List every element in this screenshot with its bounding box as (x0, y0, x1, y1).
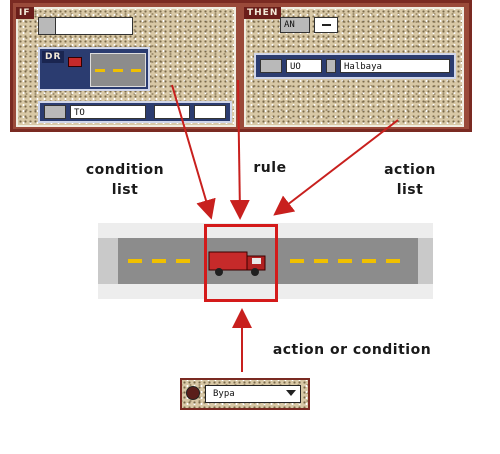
action-label-1[interactable]: AN (280, 17, 310, 33)
condition-label-line2: list (111, 182, 139, 198)
chevron-down-icon[interactable] (286, 390, 296, 396)
arrow-right-icon (322, 24, 331, 26)
road-bottom-verge (98, 284, 433, 299)
lane-dash (290, 259, 304, 263)
action-list-panel: THEN AN UO Halbaya (244, 7, 464, 127)
rule-label: rule (253, 160, 287, 176)
lane-dash (176, 259, 190, 263)
action-slot-2[interactable]: UO Halbaya (254, 53, 456, 79)
action-arrow (273, 119, 399, 216)
condition-value[interactable]: TO (70, 105, 146, 119)
road-top-verge (98, 223, 433, 238)
rule-arrow (229, 79, 250, 220)
action-label-line2: list (396, 182, 424, 198)
condition-selector-1[interactable] (38, 17, 56, 35)
selected-region-highlight (204, 224, 278, 302)
lane-dash (128, 259, 142, 263)
then-tag: THEN (244, 7, 282, 19)
selector-knob-icon[interactable] (186, 386, 200, 400)
truck-mini-icon (68, 57, 82, 67)
condition-extra[interactable] (194, 105, 226, 119)
condition-list-label: condition list (70, 160, 180, 200)
condition-slot-road[interactable]: DR (38, 47, 150, 91)
dr-tag: DR (42, 51, 65, 63)
road-thumbnail (90, 53, 146, 87)
action-label-line1: action (384, 162, 436, 178)
lane-dash (386, 259, 400, 263)
action-value-1[interactable]: UO (286, 59, 322, 73)
selector-value: Bypa (213, 389, 235, 399)
action-value-2[interactable]: Halbaya (340, 59, 450, 73)
lane-dash (338, 259, 352, 263)
condition-label-line1: condition (85, 162, 165, 178)
action-op-2[interactable] (326, 59, 336, 73)
action-list-label: action list (370, 160, 450, 200)
if-tag: IF (16, 7, 34, 19)
lane-dash (362, 259, 376, 263)
lane-dash (314, 259, 328, 263)
lane-dash (152, 259, 166, 263)
condition-op-1[interactable] (44, 105, 66, 119)
condition-arrow (171, 84, 216, 220)
action-op-1[interactable] (260, 59, 282, 73)
action-arrow-button[interactable] (314, 17, 338, 33)
truck-icon[interactable] (207, 244, 273, 280)
road-shoulder-left (98, 238, 118, 284)
condition-list-panel: IF DR TO (16, 7, 236, 127)
rule-panel: IF DR TO THEN AN (10, 0, 472, 132)
selector-field[interactable]: Bypa (205, 385, 301, 403)
condition-slot-3[interactable]: TO (38, 101, 232, 123)
road-shoulder-right (418, 238, 433, 284)
action-or-condition-label: action or condition (272, 342, 432, 358)
